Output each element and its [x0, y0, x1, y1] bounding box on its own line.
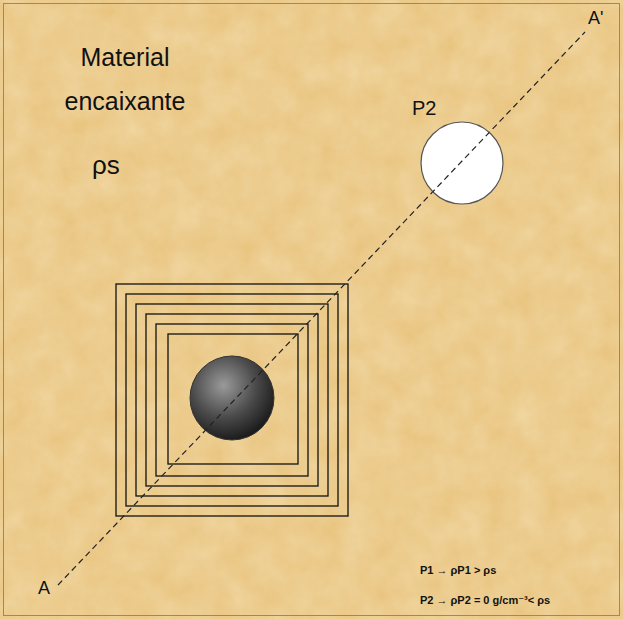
legend-note: P2 → ρP2 = 0 g/cm⁻³< ρs [420, 594, 550, 607]
profile-end: A' [588, 8, 603, 30]
frame [4, 4, 620, 616]
circle-outline [420, 121, 504, 205]
region-label: ρs [92, 150, 120, 181]
profile-end: A [38, 578, 50, 600]
profile-line [58, 32, 585, 585]
profile-line-over-void [58, 32, 585, 585]
body-label: P2 [412, 97, 436, 120]
gravity-contours [116, 284, 348, 516]
legend-note: P1 → ρP1 > ρs [420, 564, 496, 577]
region-label: Material encaixante [40, 36, 210, 124]
void-body: P2 [420, 121, 504, 205]
profile-line-over-body [58, 32, 585, 585]
dense-body [190, 356, 274, 440]
